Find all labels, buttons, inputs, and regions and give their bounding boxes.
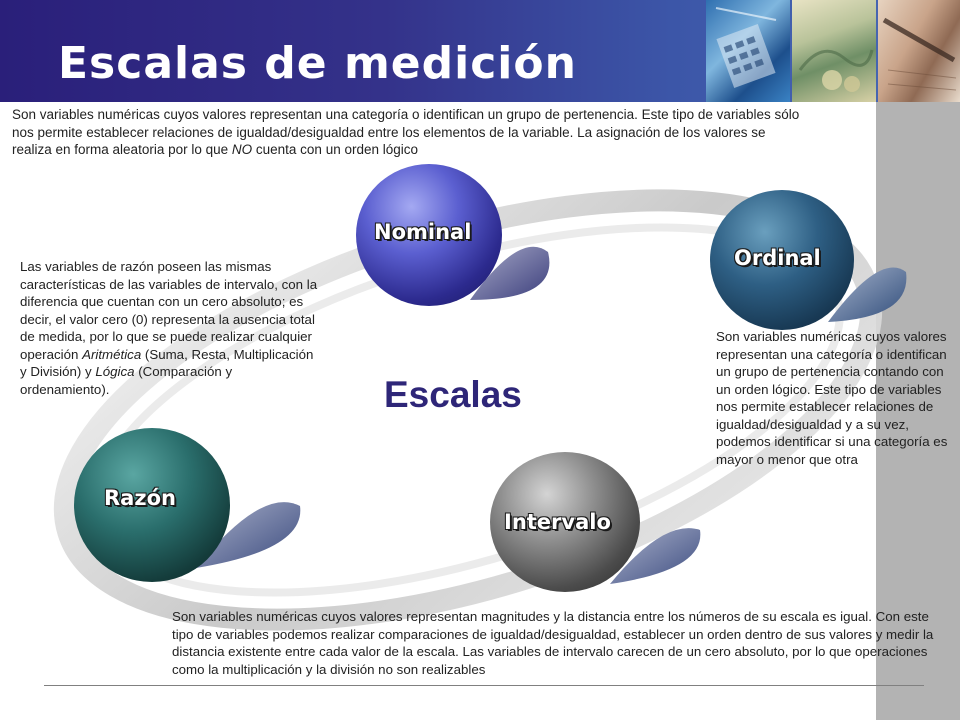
- intervalo-shadow-tail: [610, 528, 701, 584]
- escalas-center-label: Escalas: [384, 374, 522, 415]
- ordinal-shadow-tail: [828, 267, 907, 322]
- nominal-description: Son variables numéricas cuyos valores re…: [12, 106, 800, 159]
- razon-shadow-tail: [196, 502, 301, 568]
- nominal-label: Nominal: [374, 220, 472, 244]
- nominal-description-emphasis: NO: [231, 142, 253, 157]
- ordinal-sphere: [710, 190, 854, 330]
- right-side-strip: [876, 102, 960, 720]
- header-banner: Escalas de medición: [0, 0, 960, 102]
- razon-emphasis-logica: Lógica: [95, 364, 135, 379]
- ordinal-label: Ordinal: [734, 246, 821, 270]
- nominal-shadow-tail: [470, 246, 550, 300]
- header-photo-map: [792, 0, 876, 102]
- calculator-icon: [715, 7, 777, 88]
- razon-description-b: (Suma, Resta, Multiplicación y División)…: [20, 346, 314, 380]
- header-photo-pen: [878, 0, 960, 102]
- razon-description: Las variables de razón poseen las mismas…: [20, 258, 320, 398]
- map-icon: [798, 49, 874, 92]
- razon-emphasis-aritmetica: Aritmética: [82, 346, 142, 362]
- razon-description-a: Las variables de razón poseen las mismas…: [20, 259, 318, 362]
- razon-description-c: (Comparación y ordenamiento).: [20, 364, 233, 397]
- intervalo-sphere: [490, 452, 640, 592]
- pen-icon: [882, 17, 957, 91]
- nominal-description-text: Son variables numéricas cuyos valores re…: [12, 107, 800, 157]
- intervalo-label: Intervalo: [504, 510, 611, 534]
- header-photo-calculator: [706, 0, 790, 102]
- nominal-sphere: [356, 164, 502, 306]
- ordinal-description: Son variables numéricas cuyos valores re…: [716, 329, 948, 467]
- slide-title: Escalas de medición: [58, 38, 577, 89]
- bottom-divider: [44, 685, 924, 686]
- razon-sphere: [74, 428, 230, 582]
- intervalo-description: Son variables numéricas cuyos valores re…: [172, 609, 934, 677]
- nominal-description-end: cuenta con un orden lógico: [252, 142, 419, 157]
- razon-label: Razón: [104, 486, 176, 510]
